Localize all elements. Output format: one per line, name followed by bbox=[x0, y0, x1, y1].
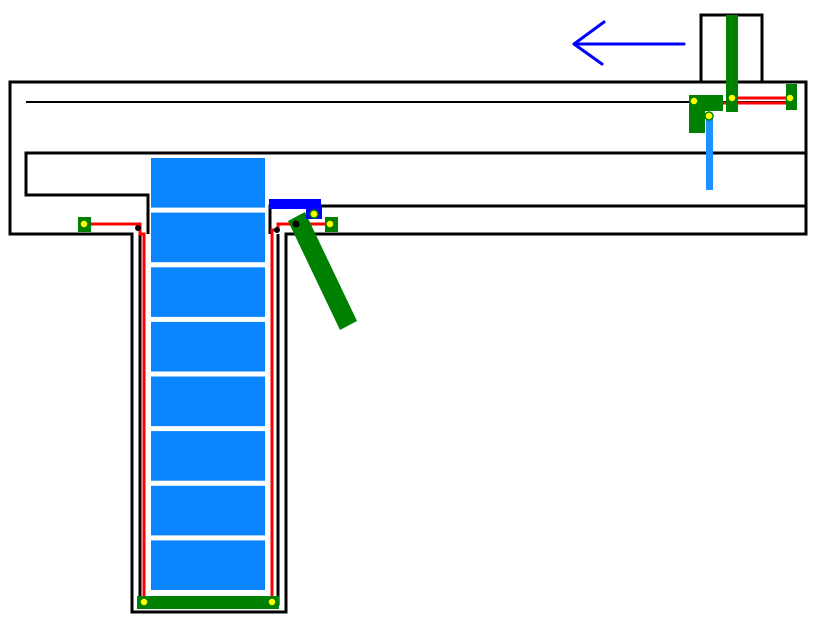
vertical-rod bbox=[726, 15, 738, 112]
stack-block bbox=[151, 376, 265, 427]
block-stack bbox=[151, 158, 265, 590]
arrow-left-icon bbox=[572, 20, 686, 66]
slide-body bbox=[8, 80, 808, 614]
stack-block bbox=[151, 158, 265, 208]
stack-block bbox=[151, 267, 265, 317]
latch-block bbox=[269, 199, 321, 209]
black-pins bbox=[135, 220, 300, 233]
follower-bar bbox=[137, 596, 279, 609]
firing-pin bbox=[706, 116, 713, 190]
stack-block bbox=[151, 321, 265, 372]
lever-arm bbox=[288, 212, 357, 330]
inner-channel bbox=[24, 151, 806, 234]
stack-block bbox=[151, 540, 265, 590]
stack-block bbox=[151, 212, 265, 263]
stack-block bbox=[151, 431, 265, 481]
stack-block bbox=[151, 485, 265, 536]
pivot-points bbox=[79, 93, 795, 607]
